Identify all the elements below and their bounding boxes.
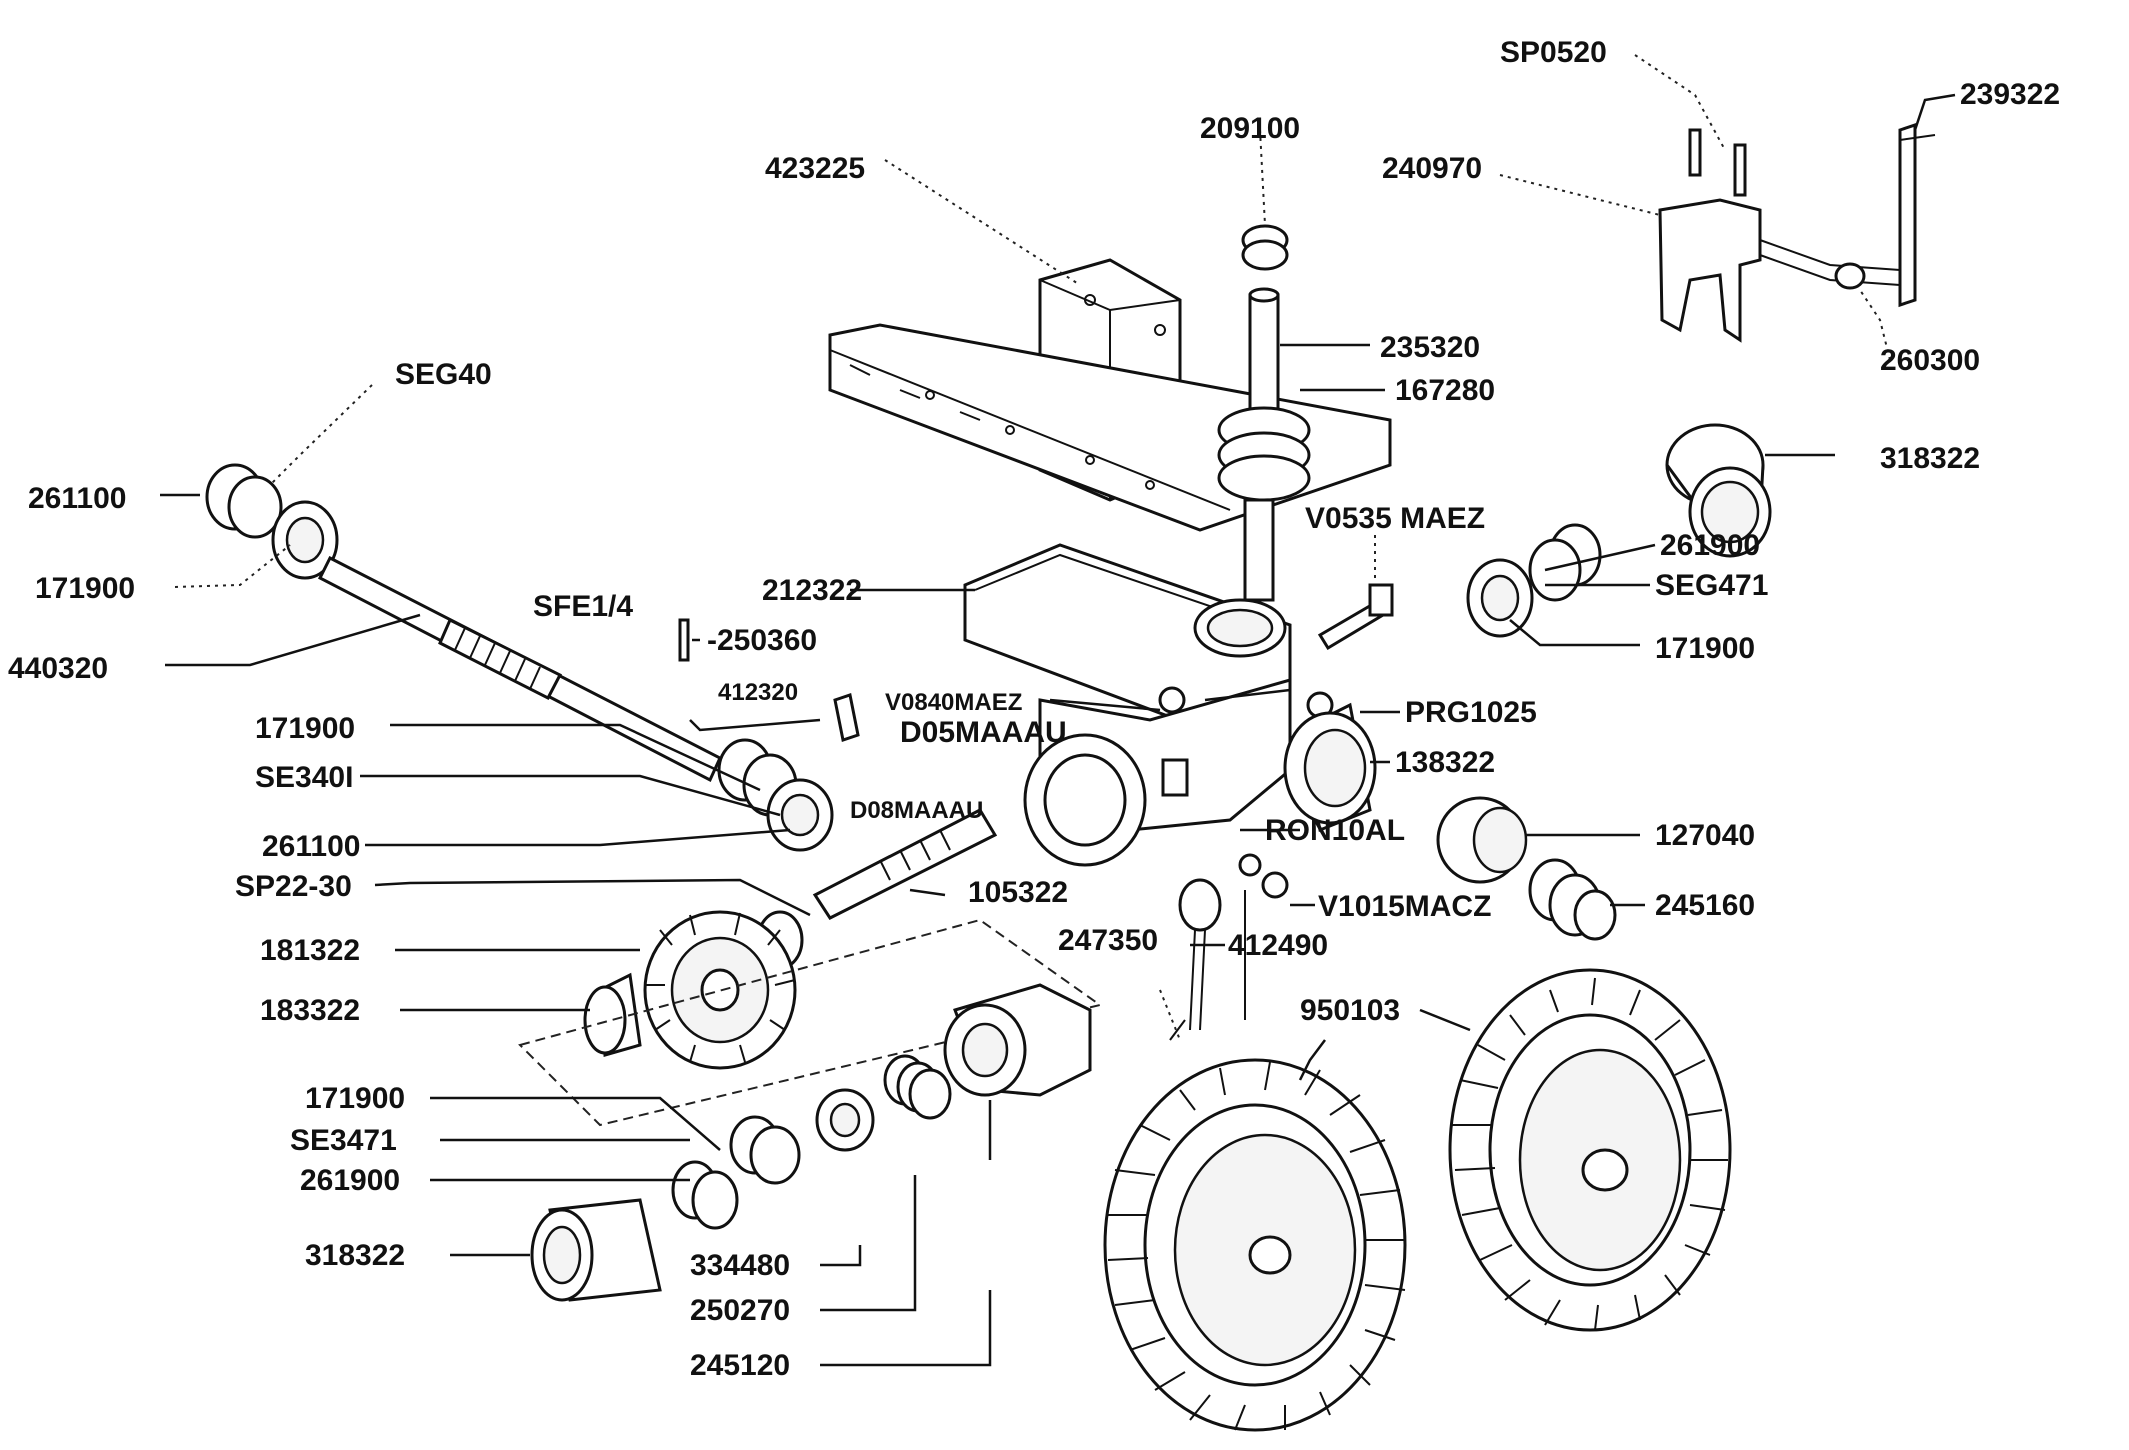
lower-left-bearings xyxy=(530,1115,801,1302)
label-171900-b: 171900 xyxy=(1655,632,1755,665)
leader-lines xyxy=(160,54,1956,1367)
bolt-v0535 xyxy=(1317,583,1394,651)
gearbox-housing xyxy=(963,543,1334,867)
label-334480: 334480 xyxy=(690,1249,790,1282)
label-prg1025: PRG1025 xyxy=(1405,696,1537,729)
label-105322: 105322 xyxy=(968,876,1068,909)
label-240970: 240970 xyxy=(1382,152,1482,185)
label-261900-top: 261900 xyxy=(1660,529,1760,562)
label-212322: 212322 xyxy=(762,574,862,607)
label-se340i: SE340I xyxy=(255,761,353,794)
label-318322-top: 318322 xyxy=(1880,442,1980,475)
label-se3471: SE3471 xyxy=(290,1124,397,1157)
label-412320: 412320 xyxy=(718,679,798,706)
label-245160: 245160 xyxy=(1655,889,1755,922)
wheel-front xyxy=(1103,1058,1407,1432)
label-sp2230: SP22-30 xyxy=(235,870,352,903)
label-261900-b: 261900 xyxy=(300,1164,400,1197)
label-167280: 167280 xyxy=(1395,374,1495,407)
side-sleeve xyxy=(1283,702,1377,833)
label-423225: 423225 xyxy=(765,152,865,185)
label-412490: 412490 xyxy=(1228,929,1328,962)
vertical-spindle xyxy=(1217,224,1311,602)
lower-middle-parts xyxy=(815,983,1092,1152)
label-sfe14: SFE1/4 xyxy=(533,590,633,623)
label-250360: -250360 xyxy=(707,624,817,657)
bushing xyxy=(583,972,642,1057)
label-171900-a: 171900 xyxy=(35,572,135,605)
label-247350: 247350 xyxy=(1058,924,1158,957)
label-235320: 235320 xyxy=(1380,331,1480,364)
small-pins xyxy=(678,618,860,742)
label-v0535maez: V0535 MAEZ xyxy=(1305,502,1485,535)
label-171900-c: 171900 xyxy=(255,712,355,745)
label-sp0520: SP0520 xyxy=(1500,36,1607,69)
label-ron10al: RON10AL xyxy=(1265,814,1405,847)
label-440320: 440320 xyxy=(8,652,108,685)
label-239322: 239322 xyxy=(1960,78,2060,111)
label-138322: 138322 xyxy=(1395,746,1495,779)
right-lower-parts xyxy=(1238,796,1617,941)
label-260300: 260300 xyxy=(1880,344,1980,377)
label-v1015macz: V1015MACZ xyxy=(1318,890,1491,923)
label-318322-b: 318322 xyxy=(305,1239,405,1272)
lower-shaft xyxy=(812,808,998,920)
label-127040: 127040 xyxy=(1655,819,1755,852)
label-181322: 181322 xyxy=(260,934,360,967)
label-seg40: SEG40 xyxy=(395,358,492,391)
part-labels: SP0520 239322 209100 240970 423225 26030… xyxy=(8,36,2060,1382)
label-183322: 183322 xyxy=(260,994,360,1027)
label-171900-d: 171900 xyxy=(305,1082,405,1115)
label-950103: 950103 xyxy=(1300,994,1400,1027)
label-245120: 245120 xyxy=(690,1349,790,1382)
label-250270: 250270 xyxy=(690,1294,790,1327)
label-seg471-top: SEG471 xyxy=(1655,569,1768,602)
label-d05maaau: D05MAAAU xyxy=(900,716,1067,749)
wheel-rear xyxy=(1448,968,1732,1332)
spur-gear xyxy=(643,910,804,1070)
label-d08maaau: D08MAAAU xyxy=(850,797,983,824)
label-209100: 209100 xyxy=(1200,112,1300,145)
label-261100-top: 261100 xyxy=(28,482,126,515)
label-v0840maez: V0840MAEZ xyxy=(885,689,1022,716)
shift-fork-assembly xyxy=(1658,122,1936,343)
hitch-pin xyxy=(1169,878,1246,1041)
label-261100-b: 261100 xyxy=(262,830,360,863)
right-upper-bearings xyxy=(1466,423,1772,638)
